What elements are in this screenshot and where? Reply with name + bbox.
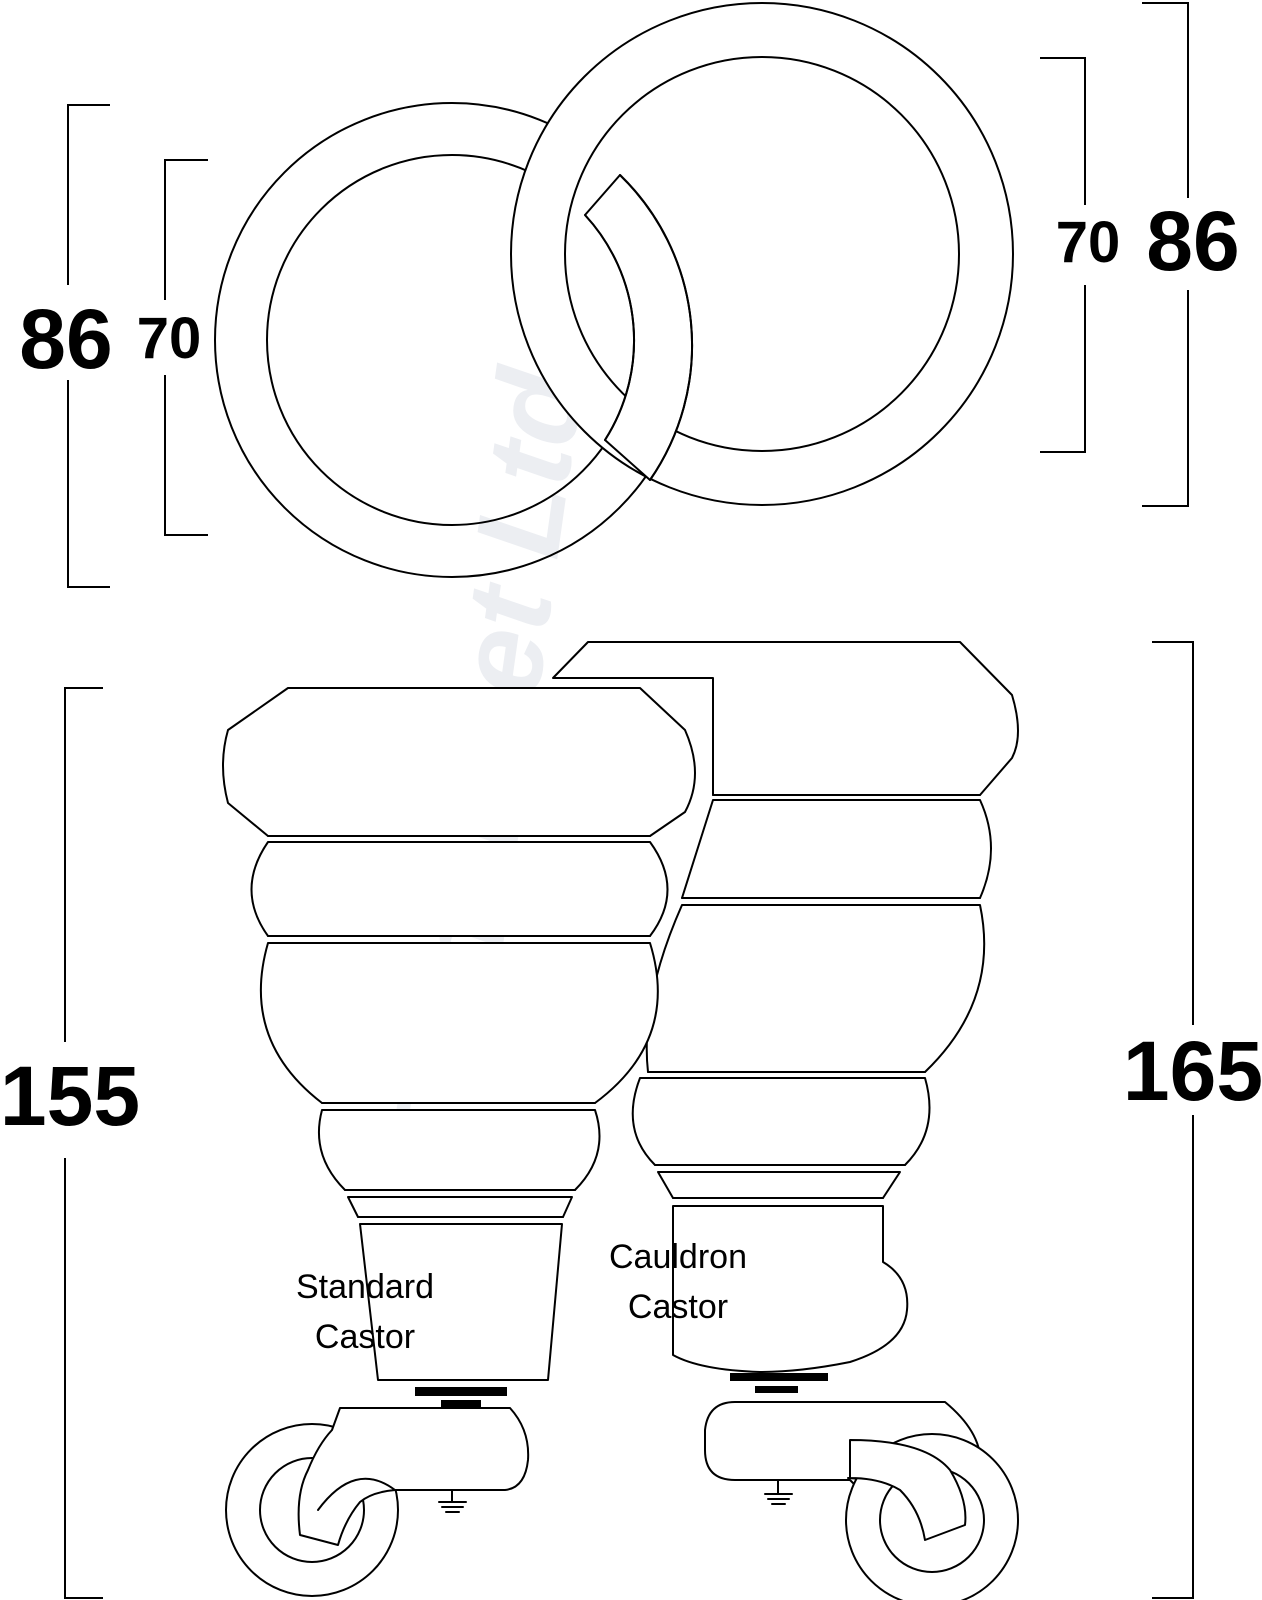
standard-mount-plate [415, 1387, 507, 1396]
standard-top-section [222, 687, 696, 837]
cauldron-axle-bolt [764, 1479, 793, 1505]
cauldron-bead [681, 799, 992, 899]
right-ring [510, 2, 1014, 506]
cauldron-wheel [845, 1433, 1019, 1600]
left-ring-outer-dimension: 86 [19, 292, 112, 386]
standard-castor [222, 687, 696, 1597]
standard-collar [318, 1109, 601, 1191]
standard-swivel-arm [297, 1407, 530, 1546]
cauldron-castor-label-line2: Castor [628, 1288, 728, 1326]
left-ring-inner-dimension: 70 [137, 306, 202, 371]
standard-height-bracket [64, 687, 103, 1599]
ring-overlap-segment [584, 174, 694, 481]
right-outer-bracket [1142, 2, 1189, 507]
cauldron-ring-band [657, 1171, 901, 1199]
standard-ring-band [347, 1196, 573, 1218]
cauldron-bulb [645, 904, 986, 1073]
cauldron-height-dimension: 165 [1123, 1024, 1262, 1118]
cauldron-socket-pot [672, 1205, 909, 1373]
standard-bulb [259, 942, 659, 1104]
right-ring-inner-dimension: 70 [1056, 210, 1121, 275]
cauldron-castor [552, 641, 1019, 1600]
cauldron-mount-stem [755, 1386, 798, 1393]
right-inner-bracket [1040, 57, 1086, 453]
left-inner-bracket [164, 159, 208, 536]
standard-height-dimension: 155 [0, 1049, 140, 1143]
right-ring-outer-dimension: 86 [1146, 194, 1239, 288]
cauldron-mount-plate [730, 1373, 828, 1381]
standard-socket [359, 1223, 563, 1381]
cauldron-collar [631, 1077, 931, 1166]
standard-bead [250, 841, 669, 937]
cauldron-castor-label-line1: Cauldron [609, 1238, 747, 1276]
cauldron-height-bracket [1152, 641, 1194, 1599]
left-outer-bracket [67, 104, 110, 588]
standard-mount-stem [441, 1400, 481, 1407]
standard-axle-bolt [438, 1489, 467, 1513]
standard-castor-label-line1: Standard [296, 1268, 434, 1306]
standard-castor-label-line2: Castor [315, 1318, 415, 1356]
